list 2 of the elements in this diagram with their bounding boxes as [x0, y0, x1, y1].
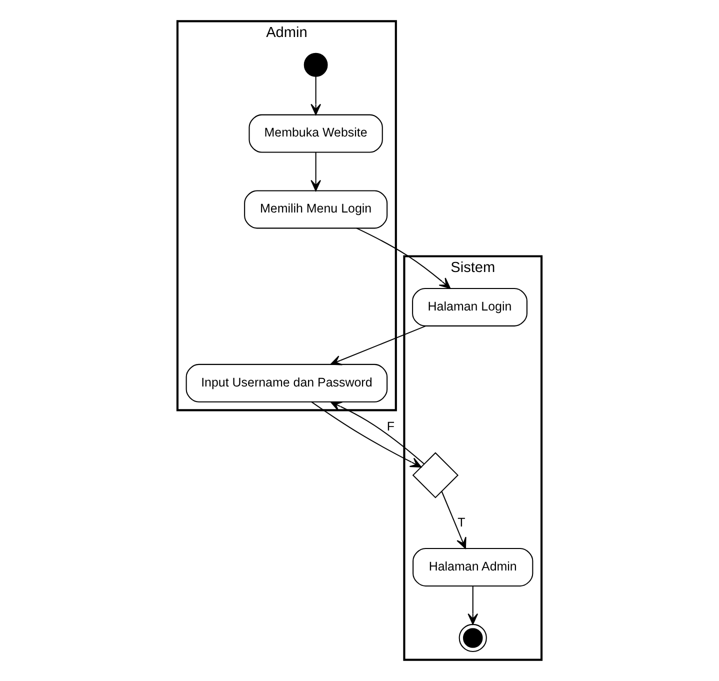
- edge-label: T: [458, 515, 466, 530]
- edge-label: F: [386, 420, 395, 434]
